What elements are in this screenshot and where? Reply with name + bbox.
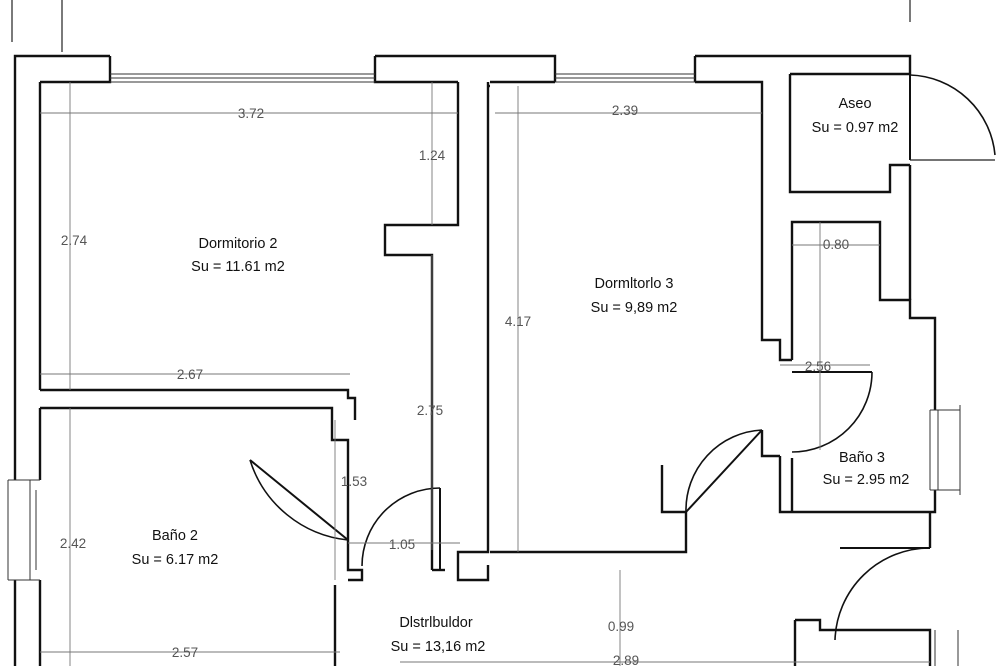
room-name-bano-3: Baño 3 <box>839 450 885 466</box>
dim-label-d3-height: 4.17 <box>505 314 531 329</box>
window-right <box>929 405 961 495</box>
dimension-lines <box>40 82 930 666</box>
room-area-aseo: Su = 0.97 m2 <box>812 120 899 136</box>
door-dormitorio-3 <box>685 429 763 513</box>
dim-label-corridor-height: 2.75 <box>417 403 443 418</box>
dim-label-dist-width: 2.89 <box>613 653 639 666</box>
dim-label-d3-width: 2.39 <box>612 103 638 118</box>
room-name-aseo: Aseo <box>838 96 871 112</box>
dim-label-b3-mid: 2.56 <box>805 359 831 374</box>
room-area-dormitorio-2: Su = 11.61 m2 <box>191 259 285 275</box>
left-outer-wall <box>13 54 110 480</box>
dim-label-d2-bottom: 2.67 <box>177 367 203 382</box>
door-corridor <box>361 487 441 570</box>
dim-label-b2-width: 2.57 <box>172 645 198 660</box>
dim-label-hall-door: 1.05 <box>389 537 415 552</box>
door-aseo <box>909 74 996 161</box>
room-labels: Dormitorio 2 Su = 11.61 m2 Dormltorlo 3 … <box>132 96 910 655</box>
window-right-lower <box>934 630 959 666</box>
room-area-bano-2: Su = 6.17 m2 <box>132 552 219 568</box>
dim-label-d2-height: 2.74 <box>61 233 88 248</box>
doors <box>249 74 996 641</box>
door-lower-right <box>834 547 931 641</box>
dim-label-b2-height: 2.42 <box>60 536 86 551</box>
window-top-left <box>110 73 375 83</box>
room-area-distribuidor: Su = 13,16 m2 <box>391 639 486 655</box>
dim-label-dist-gap: 0.99 <box>608 619 634 634</box>
dim-label-d2-inner: 1.24 <box>419 148 446 163</box>
door-bano-2 <box>249 459 349 541</box>
dimension-labels: 3.72 1.24 2.74 2.67 2.75 2.39 4.17 0.80 … <box>60 103 849 666</box>
dim-label-hall-height: 1.53 <box>341 474 367 489</box>
walls <box>13 54 937 666</box>
room-name-bano-2: Baño 2 <box>152 528 198 544</box>
room-area-bano-3: Su = 2.95 m2 <box>823 472 910 488</box>
room-name-dormitorio-2: Dormitorio 2 <box>199 236 278 252</box>
room-area-dormitorio-3: Su = 9,89 m2 <box>591 300 678 316</box>
window-left <box>7 479 40 581</box>
dim-label-b3-width: 0.80 <box>823 237 849 252</box>
dim-label-d2-width: 3.72 <box>238 106 264 121</box>
door-bano-3 <box>791 371 873 453</box>
room-name-dormitorio-3: Dormltorlo 3 <box>595 276 674 292</box>
window-top-right <box>555 73 695 83</box>
room-name-distribuidor: Dlstrlbuldor <box>399 615 472 631</box>
top-edge-lines <box>11 0 911 52</box>
windows <box>7 73 961 666</box>
